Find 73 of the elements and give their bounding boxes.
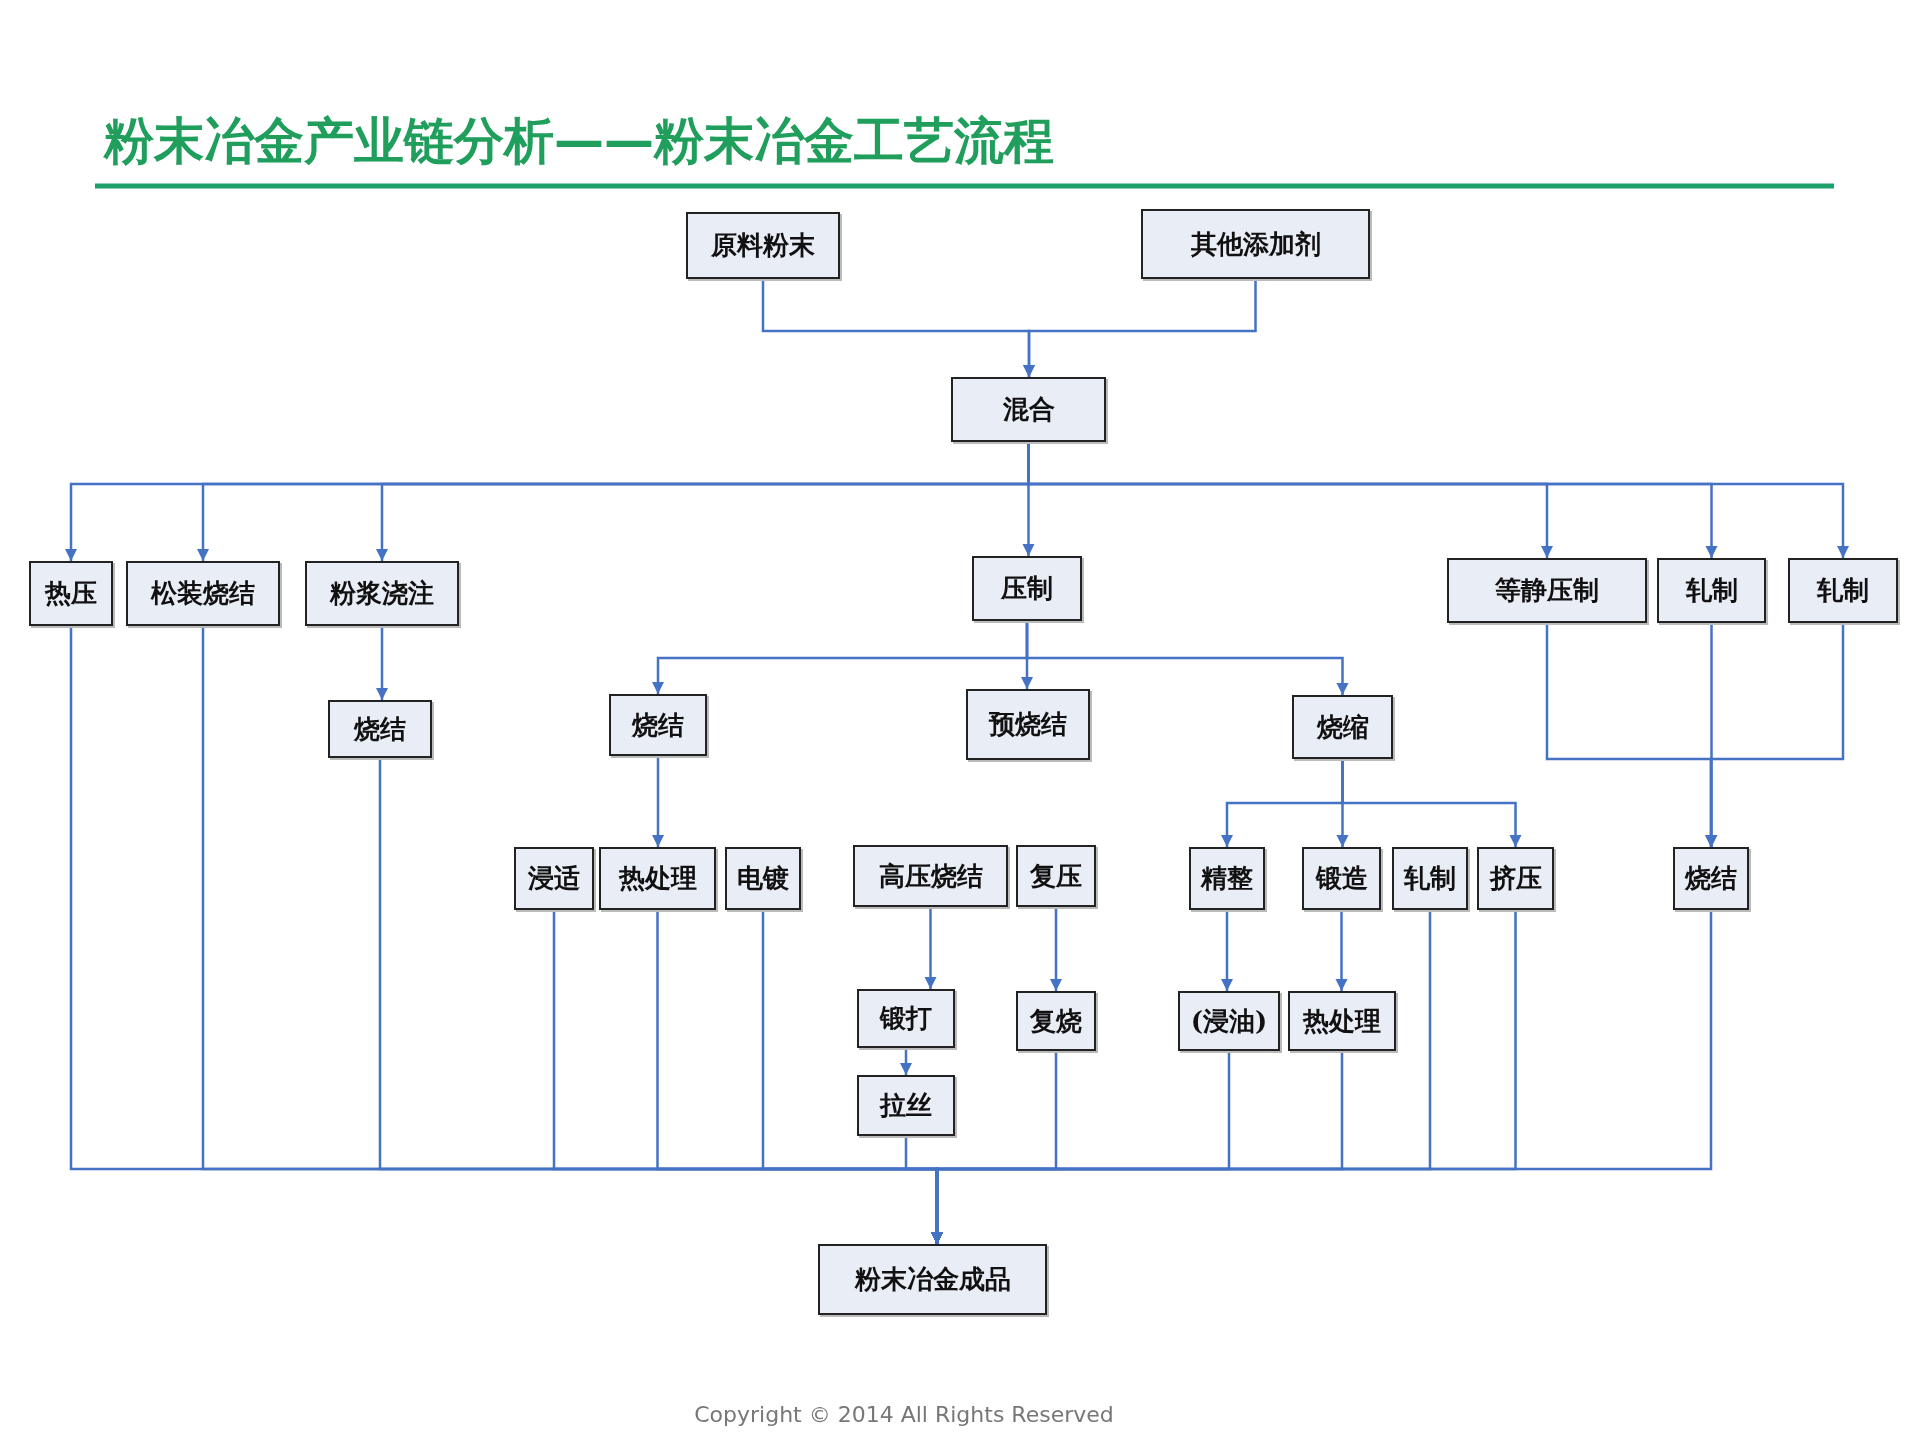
process-box [1016,845,1096,907]
step-label: 精整 [1201,862,1253,895]
process-box [599,847,716,910]
process-box [1178,991,1280,1051]
process-box [126,561,280,626]
process-box [1392,847,1468,910]
process-box [29,561,113,626]
process-box [1292,695,1393,759]
arrow [1022,279,1257,377]
arrow [1704,623,1845,847]
process-box [686,212,840,279]
process-box [951,377,1106,442]
process-box [609,694,707,756]
process-box [1141,209,1370,279]
step-label: 烧结 [354,712,406,746]
process-box [514,847,594,910]
step-label: 轧制 [1404,862,1456,895]
step-label: 压制 [1001,572,1053,605]
process-box [818,1244,1047,1315]
process-box [1447,558,1647,623]
page-title: 粉末冶金产业链分析——粉末冶金工艺流程 [104,111,1054,172]
process-box [972,556,1082,621]
step-label: 拉丝 [880,1089,932,1122]
process-box [328,700,432,758]
step-label: 预烧结 [989,708,1067,741]
step-label: 锻造 [1315,862,1368,895]
step-label: 轧制 [1817,574,1869,607]
step-label: 松装烧结 [151,577,255,610]
step-label: 原料粉末 [711,229,815,262]
arrow [1025,621,1349,695]
process-box [1657,558,1766,623]
arrow [899,1048,913,1075]
step-label: 浸适 [528,862,580,895]
arrow [1049,907,1063,991]
step-label: 挤压 [1489,862,1542,895]
arrow [924,907,937,989]
process-box [305,561,459,626]
process-box [853,845,1008,907]
arrow [1220,910,1234,991]
process-box [1788,558,1898,623]
step-label: 烧缩 [1316,710,1369,744]
arrow [375,626,389,700]
process-box [1189,847,1265,910]
step-label: 粉末冶金成品 [854,1263,1011,1296]
process-box [1288,991,1396,1051]
process-box [857,1075,955,1136]
step-label: 热压 [45,577,97,610]
step-label: 其他添加剂 [1190,227,1321,261]
step-label: 复烧 [1030,1004,1082,1038]
arrow [1335,910,1348,991]
step-label: 高压烧结 [878,859,983,893]
step-label: 锻打 [880,1002,932,1035]
arrow [1341,759,1522,847]
step-label: (浸油) [1190,1004,1268,1038]
step-label: 热处理 [618,862,697,895]
process-box [1477,847,1554,910]
process-box [857,989,955,1048]
step-label: 混合 [1002,393,1055,426]
step-label: 热处理 [1303,1004,1381,1038]
step-label: 轧制 [1685,574,1738,607]
arrow [651,756,665,847]
process-box [1016,991,1096,1051]
step-label: 烧结 [1685,862,1737,895]
step-label: 复压 [1030,859,1082,893]
step-label: 等静压制 [1495,574,1599,607]
copyright-note: Copyright © 2014 All Rights Reserved [694,1402,1114,1427]
step-label: 烧结 [632,708,684,742]
process-box [966,689,1090,760]
process-box [1673,847,1749,910]
process-box [725,847,801,910]
step-label: 电镀 [737,862,789,895]
process-box [1302,847,1381,910]
step-label: 粉浆浇注 [330,577,434,610]
